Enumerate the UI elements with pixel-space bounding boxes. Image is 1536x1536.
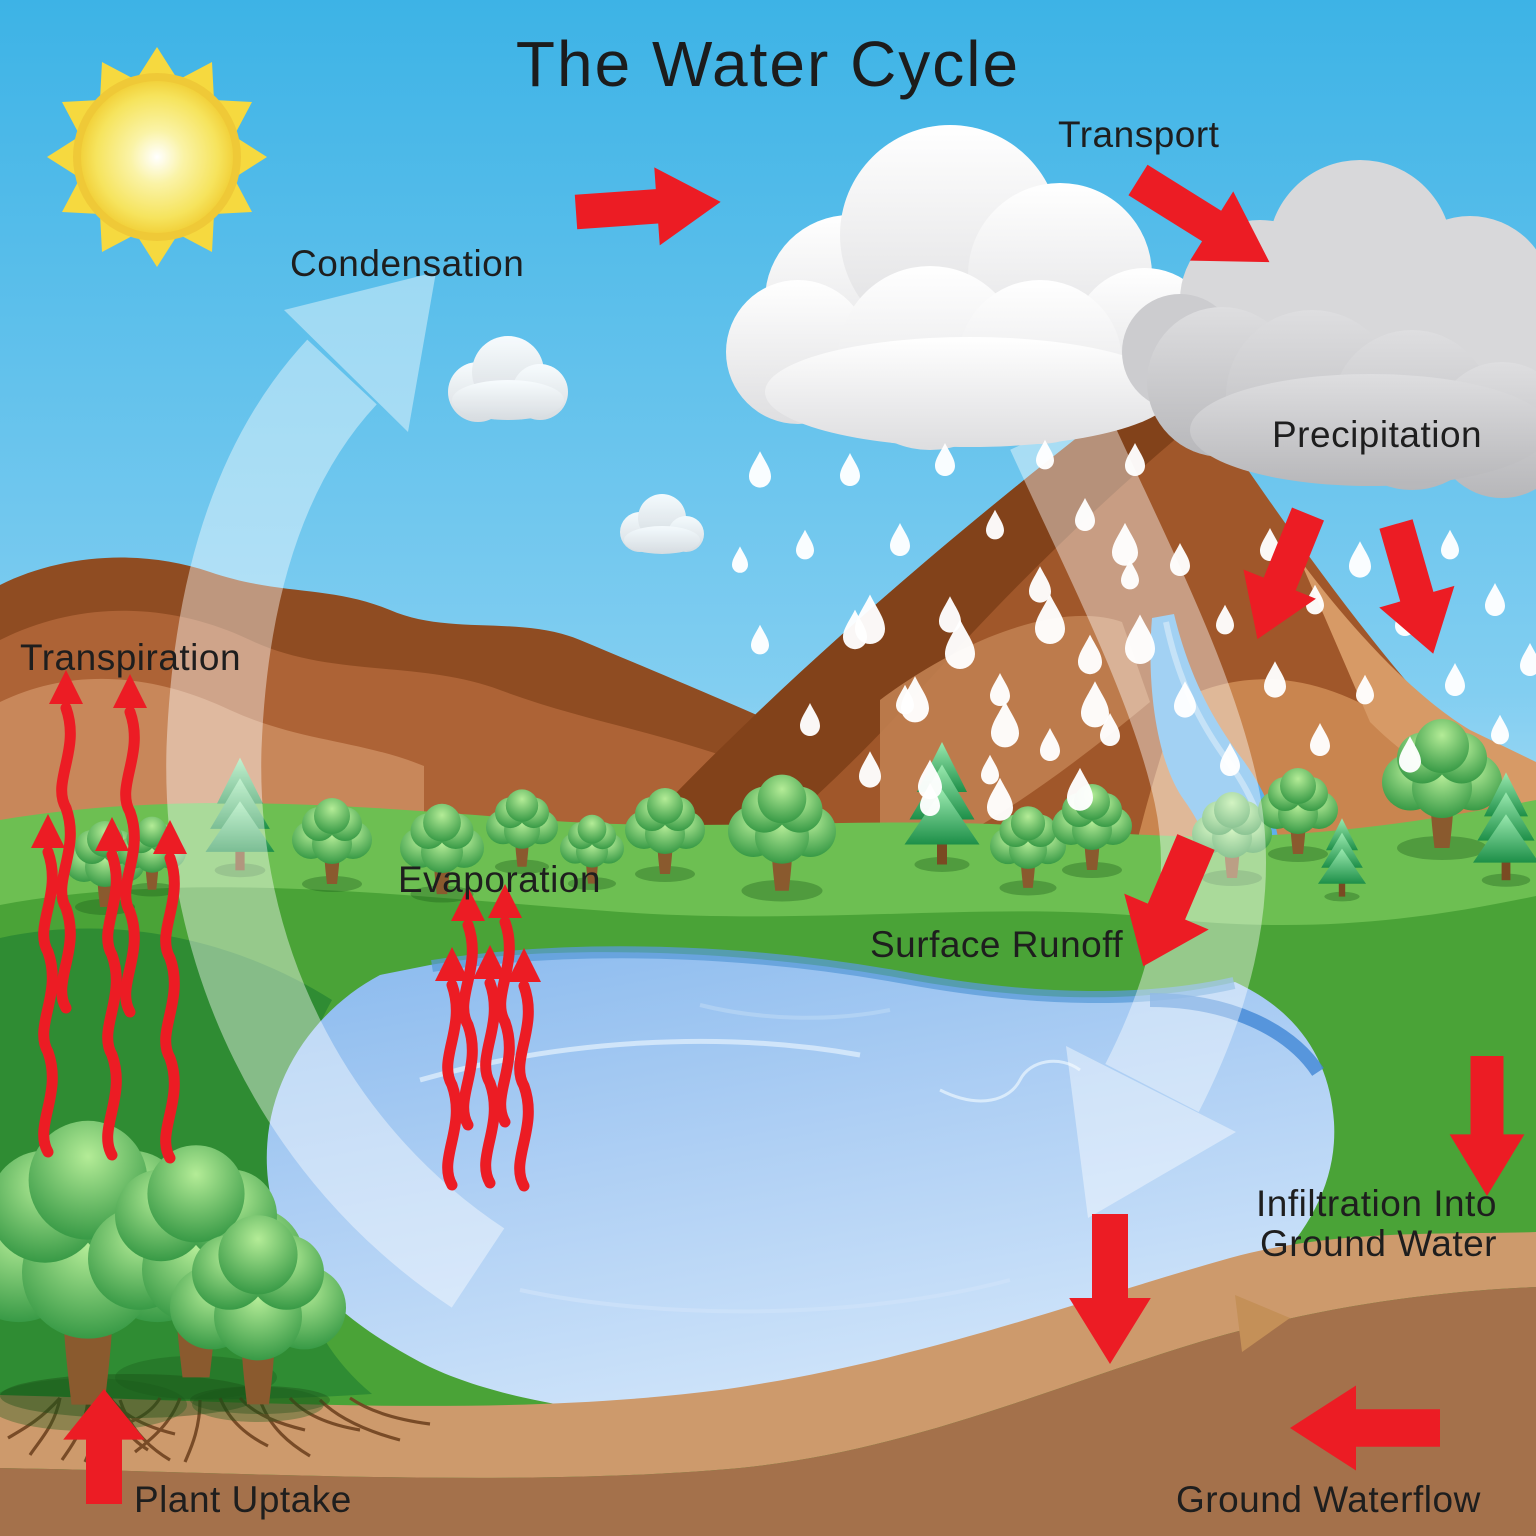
label-infiltration-line2: Ground Water [1260, 1223, 1497, 1264]
wavy-up-arrow [126, 712, 135, 1012]
cloud-white-icon [726, 125, 1217, 450]
cycle-arrow-down [1010, 406, 1266, 1218]
label-ground-waterflow: Ground Waterflow [1176, 1479, 1481, 1520]
cycle-arrow-up [166, 272, 505, 1308]
bank-soil-patch [1235, 1295, 1290, 1352]
wavy-up-arrow [108, 855, 117, 1155]
small-cloud-icon [620, 494, 704, 554]
label-precipitation: Precipitation [1272, 414, 1482, 455]
label-transport: Transport [1058, 114, 1220, 155]
subsoil-layer [0, 1287, 1536, 1536]
lake [266, 946, 1335, 1422]
label-plant-uptake: Plant Uptake [134, 1479, 352, 1520]
label-surface-runoff: Surface Runoff [870, 924, 1123, 965]
page-title: The Water Cycle [516, 28, 1020, 100]
wavy-up-arrow [44, 852, 53, 1152]
cloud-gray-icon [1122, 160, 1536, 498]
label-condensation: Condensation [290, 243, 524, 284]
sun-icon [47, 47, 267, 267]
label-evaporation: Evaporation [398, 859, 601, 900]
small-cloud-icon [448, 336, 568, 422]
topsoil-layer [0, 1232, 1536, 1478]
label-transpiration: Transpiration [20, 637, 241, 678]
label-infiltration-line1: Infiltration Into [1256, 1183, 1497, 1224]
foreground-trees [0, 1120, 346, 1431]
wavy-up-arrow [62, 708, 71, 1008]
wavy-up-arrow [166, 858, 175, 1158]
